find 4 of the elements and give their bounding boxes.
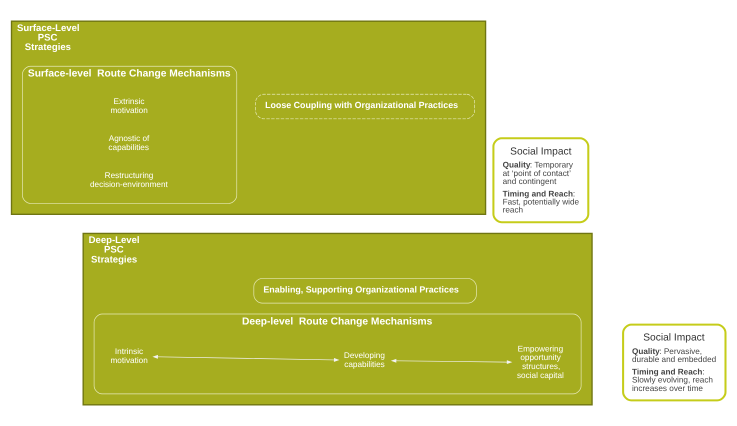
arrow — [152, 354, 340, 362]
arrow — [390, 358, 512, 364]
node-box: Enabling, Supporting Organizational Practices — [253, 278, 477, 304]
node-box: Loose Coupling with Organizational Practices — [255, 94, 475, 120]
